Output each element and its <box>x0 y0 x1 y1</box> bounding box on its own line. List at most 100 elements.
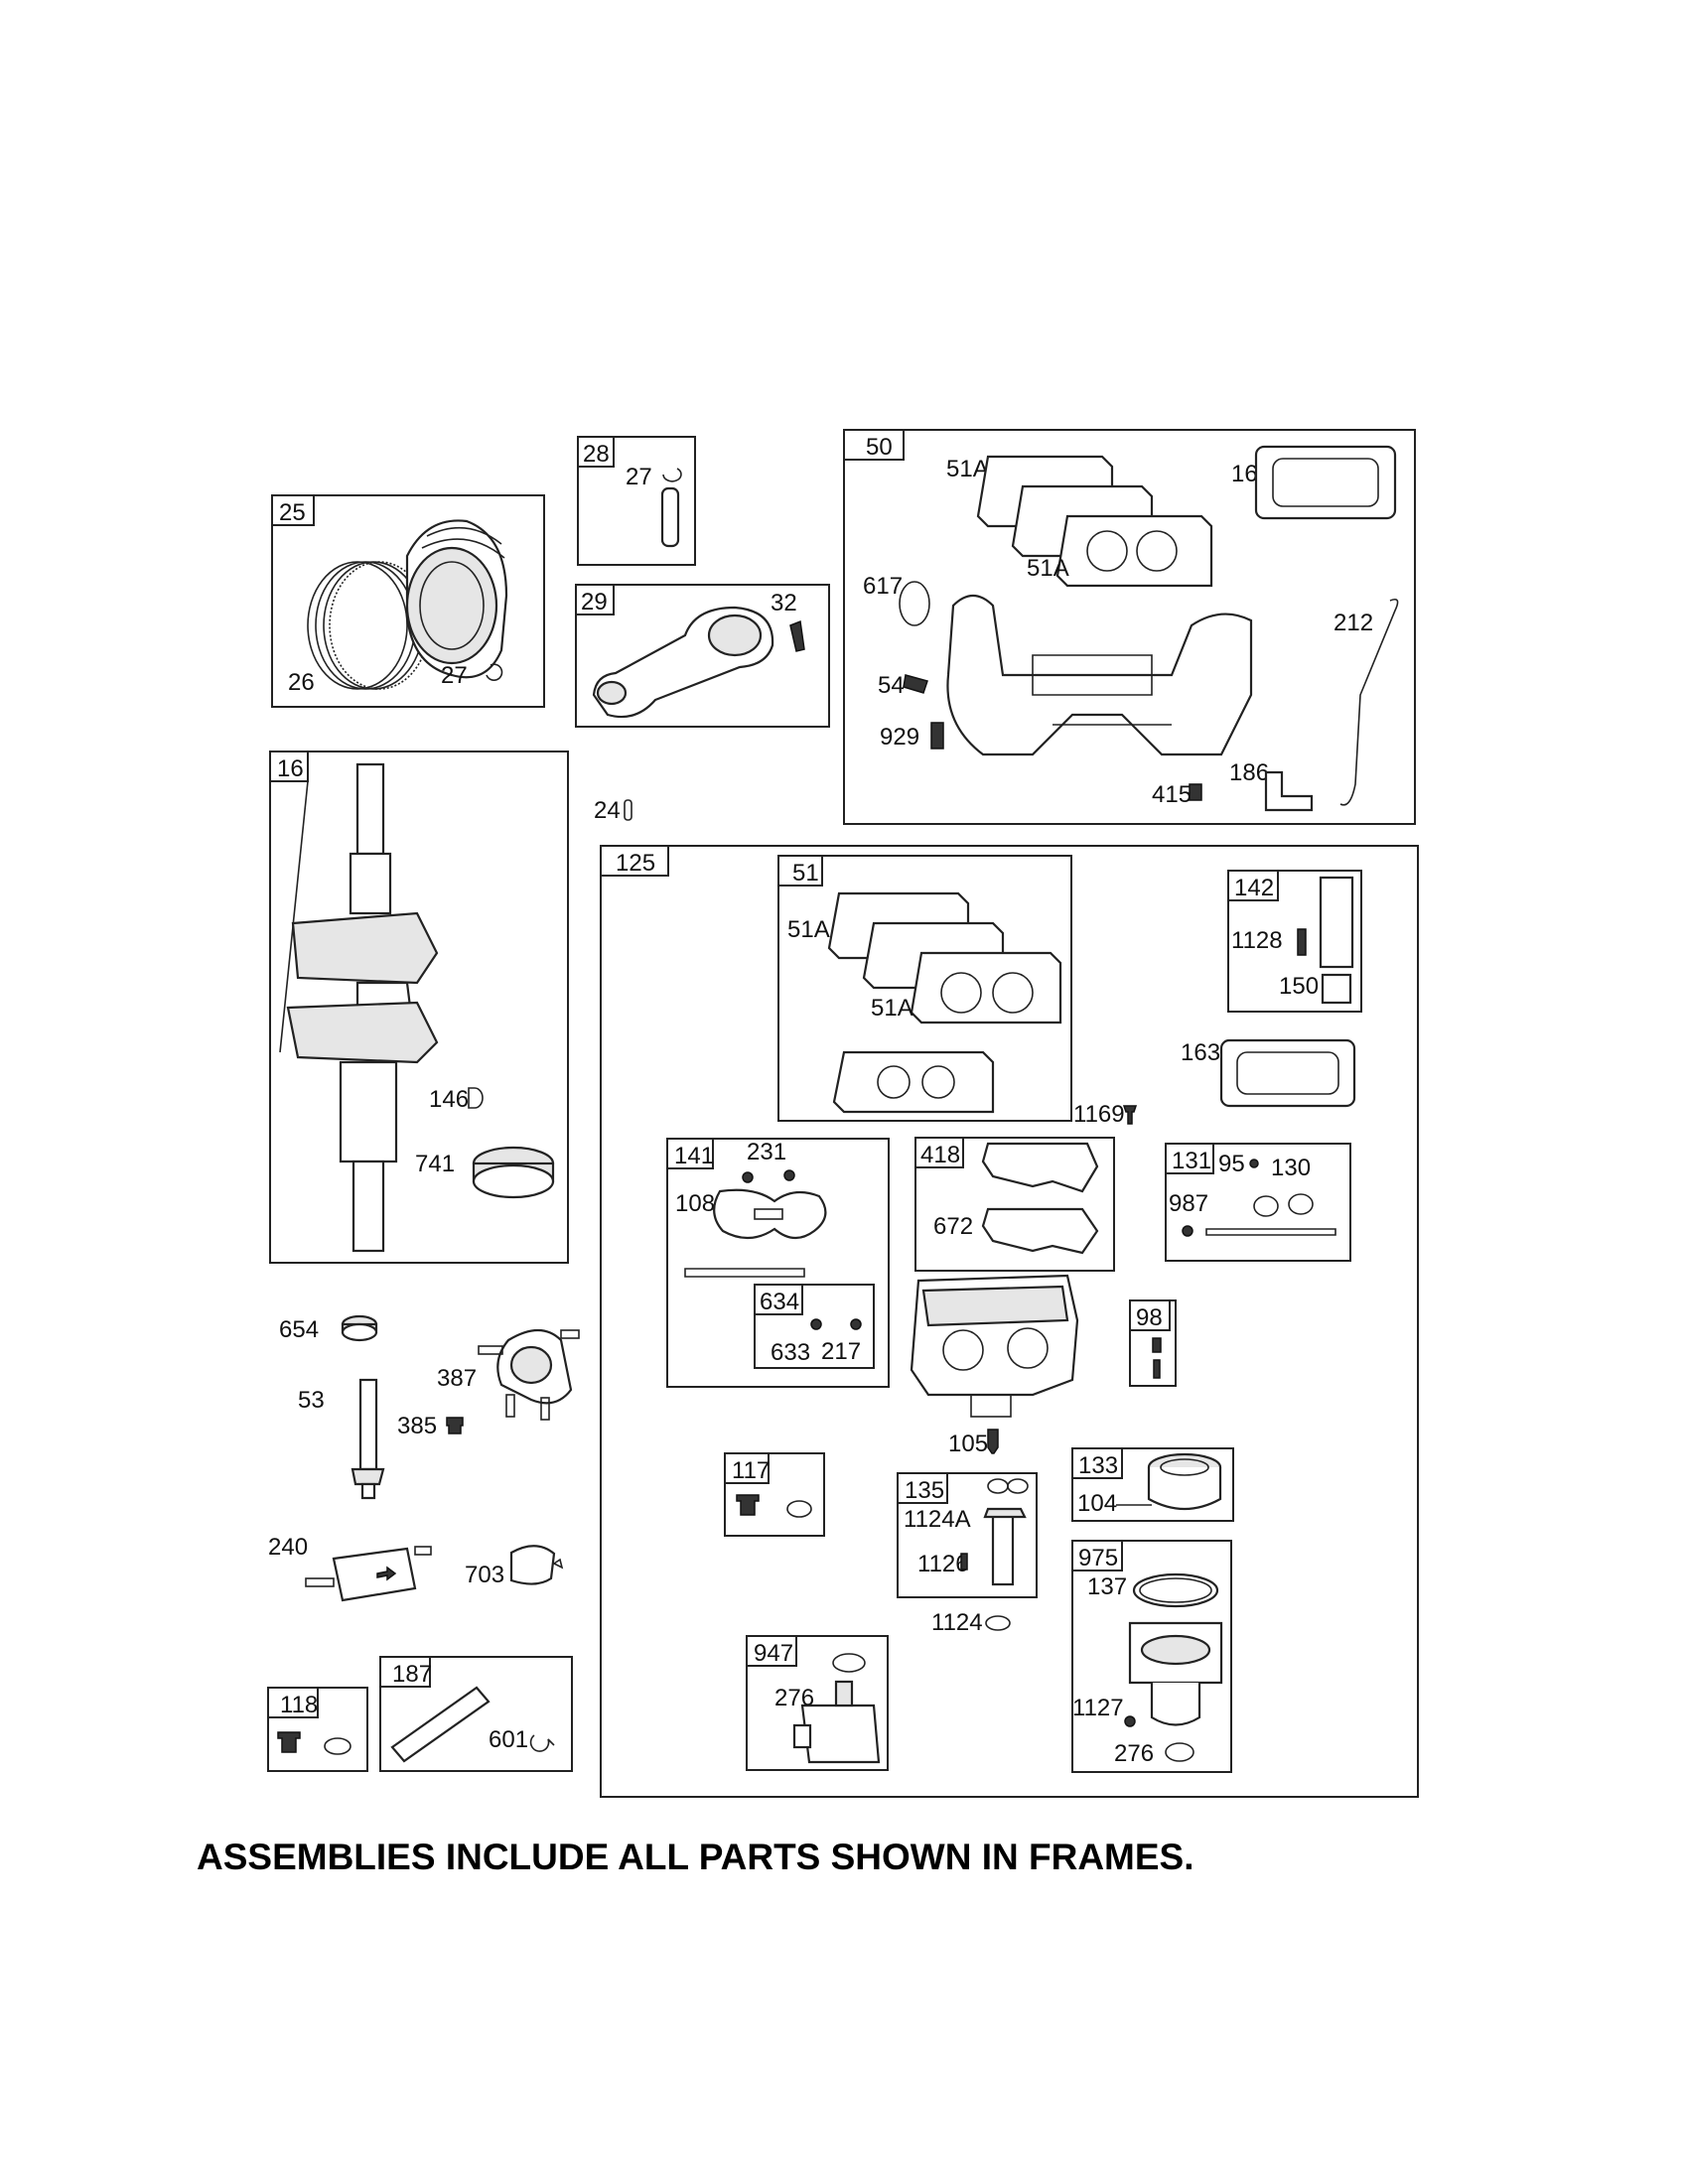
part-label-415: 415 <box>1152 781 1192 808</box>
part-label-1169: 1169 <box>1073 1101 1125 1128</box>
washer-icon <box>832 1653 866 1673</box>
part-label-130: 130 <box>1271 1155 1311 1181</box>
frame-tag-29: 29 <box>581 589 608 615</box>
part-label-1128: 1128 <box>1231 927 1283 954</box>
frame-tag-117: 117 <box>732 1457 770 1484</box>
clip-icon <box>486 663 503 681</box>
fuel-line-drawing <box>390 1686 491 1763</box>
part-label-150: 150 <box>1279 973 1319 1000</box>
part-label-53: 53 <box>298 1387 325 1414</box>
part-label-741: 741 <box>415 1151 455 1177</box>
part-label-27b: 27 <box>626 464 652 490</box>
frame-142: 142 1128 150 <box>1227 870 1362 1013</box>
part-label-146: 146 <box>429 1086 469 1113</box>
shaft-drawing <box>1205 1228 1336 1236</box>
part-label-1126: 1126 <box>917 1551 969 1577</box>
carburetor-drawing <box>910 1274 1079 1418</box>
screw-icon <box>277 1731 301 1753</box>
frame-tag-947: 947 <box>754 1640 793 1667</box>
screw-icon <box>1249 1159 1259 1168</box>
pin-icon <box>960 1553 968 1570</box>
frame-187: 187 601 <box>379 1656 573 1772</box>
part-label-617: 617 <box>863 573 903 600</box>
part-label-105: 105 <box>948 1431 988 1457</box>
o-ring-icon <box>899 581 930 626</box>
part-label-387: 387 <box>437 1365 477 1392</box>
part-label-212: 212 <box>1333 610 1373 636</box>
hose-clamp-icon <box>529 1734 555 1752</box>
frame-tag-135: 135 <box>905 1477 944 1504</box>
part-label-163-b: 163 <box>1181 1039 1220 1066</box>
part-label-672: 672 <box>933 1213 973 1240</box>
frame-tag-975: 975 <box>1078 1545 1118 1571</box>
part-label-24: 24 <box>594 797 621 824</box>
part-label-633: 633 <box>771 1339 810 1366</box>
gasket-drawing <box>827 891 1062 1114</box>
nut-icon <box>341 1314 378 1342</box>
part-label-95: 95 <box>1218 1151 1245 1177</box>
part-label-385: 385 <box>397 1413 437 1439</box>
gasket-drawing <box>713 1188 827 1240</box>
washer-icon <box>786 1500 812 1518</box>
clip-icon <box>662 468 682 482</box>
washer-icon <box>810 1318 822 1330</box>
piston-pin-drawing <box>660 486 680 548</box>
washer-icon <box>1165 1742 1194 1762</box>
frame-118: 118 <box>267 1687 368 1772</box>
cover-gasket-drawing <box>1254 445 1397 520</box>
exhaust-manifold-drawing <box>946 594 1253 756</box>
gasket-drawing <box>981 1207 1099 1255</box>
part-label-276: 276 <box>1114 1740 1154 1767</box>
bolt-icon <box>930 722 944 750</box>
nut-icon <box>1189 783 1202 801</box>
disc-icon <box>1288 1193 1314 1215</box>
frame-tag-133: 133 <box>1078 1452 1118 1479</box>
part-label-654: 654 <box>279 1316 319 1343</box>
frame-29: 29 32 <box>575 584 830 728</box>
screw-icon <box>736 1494 760 1516</box>
frame-131: 131 95 130 987 <box>1165 1143 1351 1262</box>
screw-icon <box>1153 1359 1161 1379</box>
washer-icon <box>324 1737 351 1755</box>
o-ring-icon <box>985 1615 1011 1631</box>
frame-98: 98 <box>1129 1299 1177 1387</box>
part-label-51a: 51A <box>946 456 989 482</box>
part-label-1124: 1124 <box>931 1609 983 1636</box>
part-label-51a-2: 51A <box>1027 555 1069 582</box>
frame-tag-118: 118 <box>280 1692 318 1718</box>
frame-tag-142: 142 <box>1234 875 1274 901</box>
frame-117: 117 <box>724 1452 825 1537</box>
frame-tag-25: 25 <box>279 499 306 526</box>
frame-tag-98: 98 <box>1136 1304 1163 1331</box>
frame-141: 141 231 108 <box>666 1138 890 1388</box>
part-label-51a-4: 51A <box>871 995 913 1022</box>
frame-947: 947 276 <box>746 1635 889 1771</box>
screw-icon <box>446 1417 464 1434</box>
screw-icon <box>742 1171 754 1183</box>
frame-25: 25 26 27 <box>271 494 545 708</box>
washer-icon <box>1182 1225 1193 1237</box>
float-bowl-drawing <box>1147 1452 1222 1510</box>
screw-icon <box>1297 928 1307 956</box>
frame-16: 16 146 741 <box>269 751 569 1264</box>
crankshaft-drawing <box>286 762 439 1253</box>
frame-tag-28: 28 <box>583 441 610 468</box>
hose-clamp-icon <box>509 1545 556 1585</box>
frame-125: 125 <box>600 845 1419 1798</box>
fuel-filter-drawing <box>305 1546 432 1602</box>
cover-gasket-drawing <box>1219 1038 1356 1108</box>
part-label-987: 987 <box>1169 1190 1208 1217</box>
screw-icon <box>1124 1715 1136 1727</box>
frame-tag-634: 634 <box>760 1289 799 1315</box>
washer-icon <box>850 1318 862 1330</box>
part-label-231: 231 <box>747 1139 786 1165</box>
frame-tag-125: 125 <box>616 850 655 877</box>
piston-drawing <box>405 519 508 679</box>
part-label-51a-3: 51A <box>787 916 830 943</box>
gasket-drawing <box>981 1142 1099 1193</box>
key-icon <box>468 1087 484 1109</box>
part-label-32: 32 <box>771 590 797 616</box>
part-label-929: 929 <box>880 724 919 751</box>
frame-418: 418 672 <box>914 1137 1115 1272</box>
frame-tag-131: 131 <box>1172 1148 1211 1174</box>
